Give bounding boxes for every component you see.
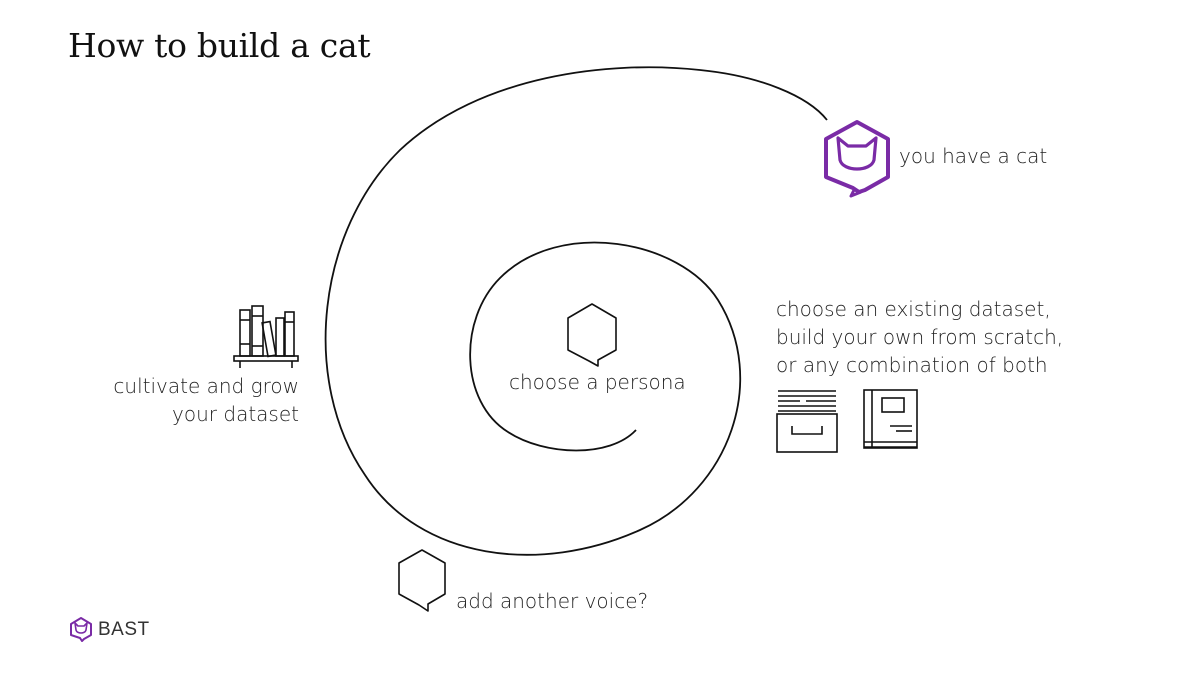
notebook-icon [863,389,918,449]
voice-hexagon-icon [398,549,446,612]
dataset-label-line-2: build your own from scratch, [776,325,1064,349]
dataset-label-line-3: or any combination of both [776,353,1048,377]
result-label: you have a cat [899,144,1048,168]
cultivate-label: cultivate and grow your dataset [80,372,299,428]
bookshelf-icon [233,305,299,368]
persona-label: choose a persona [509,370,686,394]
cultivate-label-line-2: your dataset [172,402,299,426]
cultivate-label-line-1: cultivate and grow [113,374,299,398]
page-title: How to build a cat [68,26,371,65]
spiral-path [324,66,828,556]
file-drawer-icon [776,390,838,453]
brand-name: BAST [98,619,150,640]
cat-hexagon-icon [824,120,890,198]
dataset-label: choose an existing dataset, build your o… [776,295,1063,379]
brand-logo-icon [70,617,92,642]
dataset-label-line-1: choose an existing dataset, [776,297,1051,321]
persona-hexagon-icon [567,303,617,367]
voice-label: add another voice? [456,589,649,613]
